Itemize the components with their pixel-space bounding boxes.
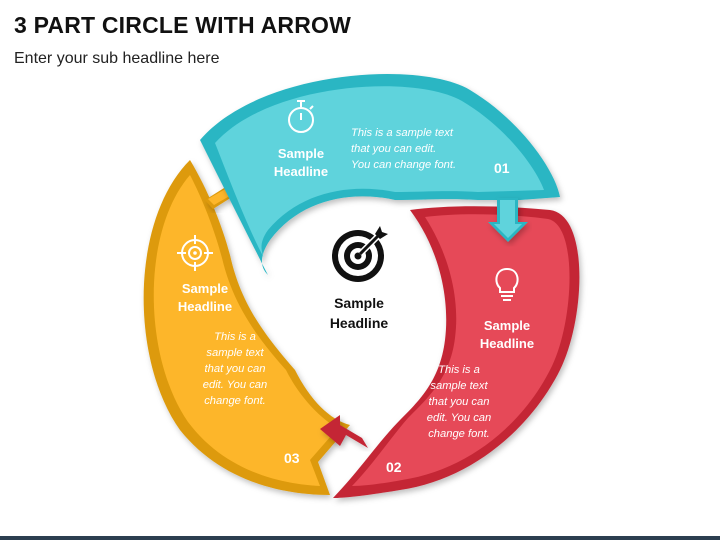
segment-01-headline-line2: Headline [274, 164, 328, 179]
segment-02-text-line5: change font. [428, 428, 490, 440]
center-headline-line2: Headline [330, 315, 389, 331]
segment-03-text-line4: edit. You can [203, 379, 268, 391]
segment-03-text-line5: change font. [204, 395, 266, 407]
segment-01-text-line1: This is a sample text [351, 127, 454, 139]
page-title: 3 PART CIRCLE WITH ARROW [14, 12, 351, 38]
bottom-bar [0, 536, 720, 540]
crosshair-icon [177, 235, 213, 271]
lightbulb-icon [495, 267, 519, 301]
segment-02-headline-line1: Sample [484, 318, 530, 333]
segment-02-text-line2: sample text [430, 380, 488, 392]
segment-03-text-line1: This is a [214, 331, 256, 343]
segment-03-headline-line2: Headline [178, 299, 232, 314]
stopwatch-icon [288, 100, 314, 133]
segment-02-number: 02 [386, 459, 402, 475]
segment-03-text-line2: sample text [206, 347, 264, 359]
center-headline-line1: Sample [334, 295, 384, 311]
arrow-02-to-03 [320, 415, 368, 448]
page-subtitle: Enter your sub headline here [14, 50, 220, 67]
segment-02-text-line4: edit. You can [427, 412, 492, 424]
segment-01-text-line3: You can change font. [351, 159, 456, 171]
segment-01-headline-line1: Sample [278, 146, 324, 161]
segment-02-text-line1: This is a [438, 364, 480, 376]
arrow-01-to-02 [488, 198, 528, 242]
segment-02-text-line3: that you can [429, 396, 490, 408]
segment-03-number: 03 [284, 450, 300, 466]
segment-03-text-line3: that you can [205, 363, 266, 375]
segment-02-headline-line2: Headline [480, 336, 534, 351]
segment-01-text-line2: that you can edit. [351, 143, 436, 155]
segment-03-headline-line1: Sample [182, 281, 228, 296]
segment-01-number: 01 [494, 160, 510, 176]
target-icon [332, 226, 388, 282]
